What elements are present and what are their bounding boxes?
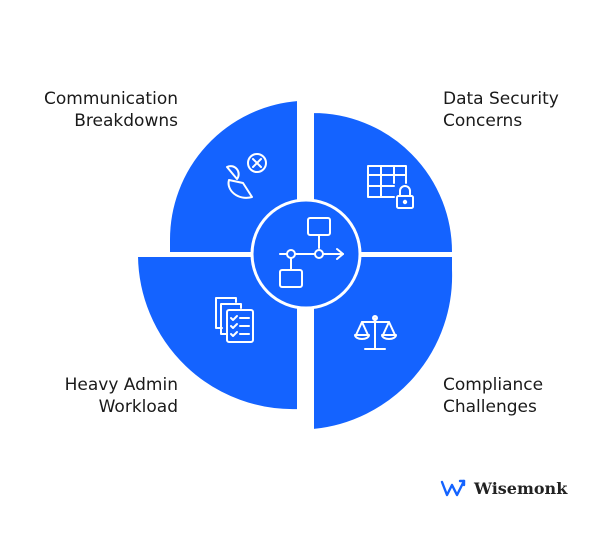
label-data-security-concerns: Data Security Concerns (443, 88, 603, 132)
label-line: Compliance (443, 375, 544, 395)
label-line: Heavy Admin (64, 375, 178, 395)
segment-heavy-admin-workload (135, 255, 299, 412)
label-line: Concerns (443, 111, 523, 131)
label-line: Data Security (443, 89, 559, 109)
process-flow-icon (279, 217, 344, 288)
label-compliance-challenges: Compliance Challenges (443, 374, 603, 418)
brand: Wisemonk (440, 476, 567, 500)
label-line: Workload (98, 397, 178, 417)
label-line: Breakdowns (74, 111, 178, 131)
label-heavy-admin-workload: Heavy Admin Workload (30, 374, 178, 418)
checklist-documents-icon (215, 297, 254, 343)
table-lock-icon (367, 165, 414, 209)
contact-error-icon (226, 153, 267, 199)
segment-communication-breakdowns (167, 98, 299, 254)
wisemonk-logo-icon (440, 479, 466, 497)
segment-compliance-challenges (312, 255, 455, 432)
scales-icon (354, 315, 397, 350)
brand-name: Wisemonk (474, 478, 568, 498)
label-line: Communication (44, 89, 178, 109)
label-communication-breakdowns: Communication Breakdowns (30, 88, 178, 132)
label-line: Challenges (443, 397, 537, 417)
